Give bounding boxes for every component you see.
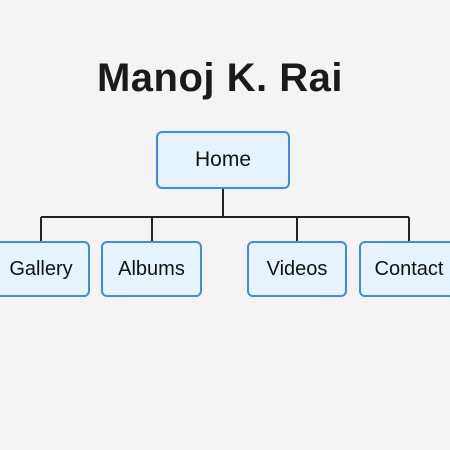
diagram-title: Manoj K. Rai (96, 56, 344, 100)
node-videos[interactable]: Videos (247, 241, 347, 297)
node-albums[interactable]: Albums (101, 241, 202, 297)
node-contact[interactable]: Contact (359, 241, 450, 297)
node-gallery[interactable]: Gallery (0, 241, 90, 297)
node-home-label: Home (194, 148, 252, 171)
node-contact-label: Contact (374, 257, 444, 280)
node-videos-label: Videos (266, 257, 328, 280)
node-albums-label: Albums (118, 257, 185, 280)
node-home[interactable]: Home (156, 131, 290, 189)
node-gallery-label: Gallery (9, 257, 73, 280)
